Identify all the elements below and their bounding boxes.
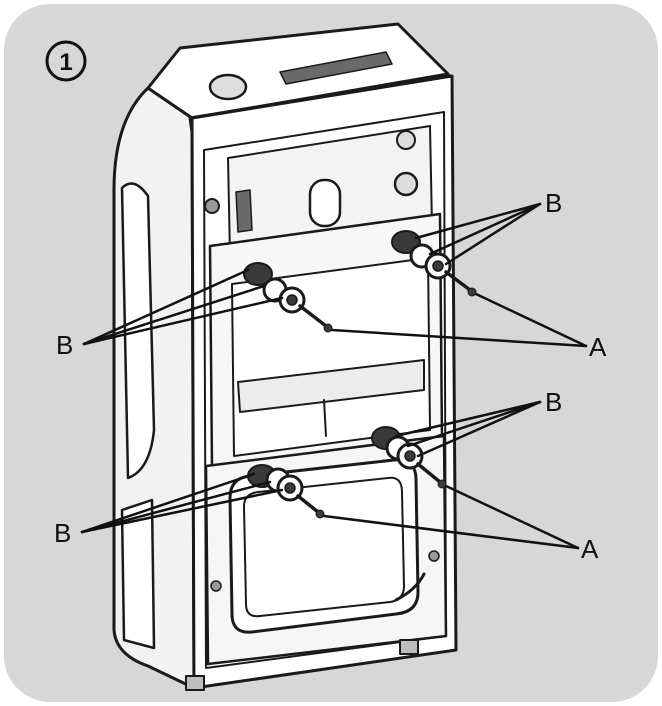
foot-right xyxy=(399,639,419,655)
transit-bolt-upper-right xyxy=(391,230,477,297)
hose-port xyxy=(308,178,342,228)
top-vent xyxy=(279,51,393,85)
foot-left xyxy=(185,675,205,691)
callout-b-bottom-right: B xyxy=(545,387,562,417)
callout-labels: B B A B B A xyxy=(54,188,607,564)
transit-bolt-lower-right xyxy=(371,426,447,489)
callout-b-top-right: B xyxy=(545,188,562,218)
step-number-badge: 1 xyxy=(45,40,87,82)
callout-a-bottom-right: A xyxy=(581,534,599,564)
upper-valve xyxy=(393,171,419,197)
washing-machine xyxy=(112,22,477,691)
step-number: 1 xyxy=(59,49,72,76)
callout-b-bottom-left: B xyxy=(54,518,71,548)
top-cap xyxy=(208,73,248,101)
leader-lines xyxy=(80,202,588,550)
transit-bolt-upper-left xyxy=(243,262,333,333)
callout-a-top-right: A xyxy=(589,332,607,362)
callout-b-top-left: B xyxy=(56,330,73,360)
